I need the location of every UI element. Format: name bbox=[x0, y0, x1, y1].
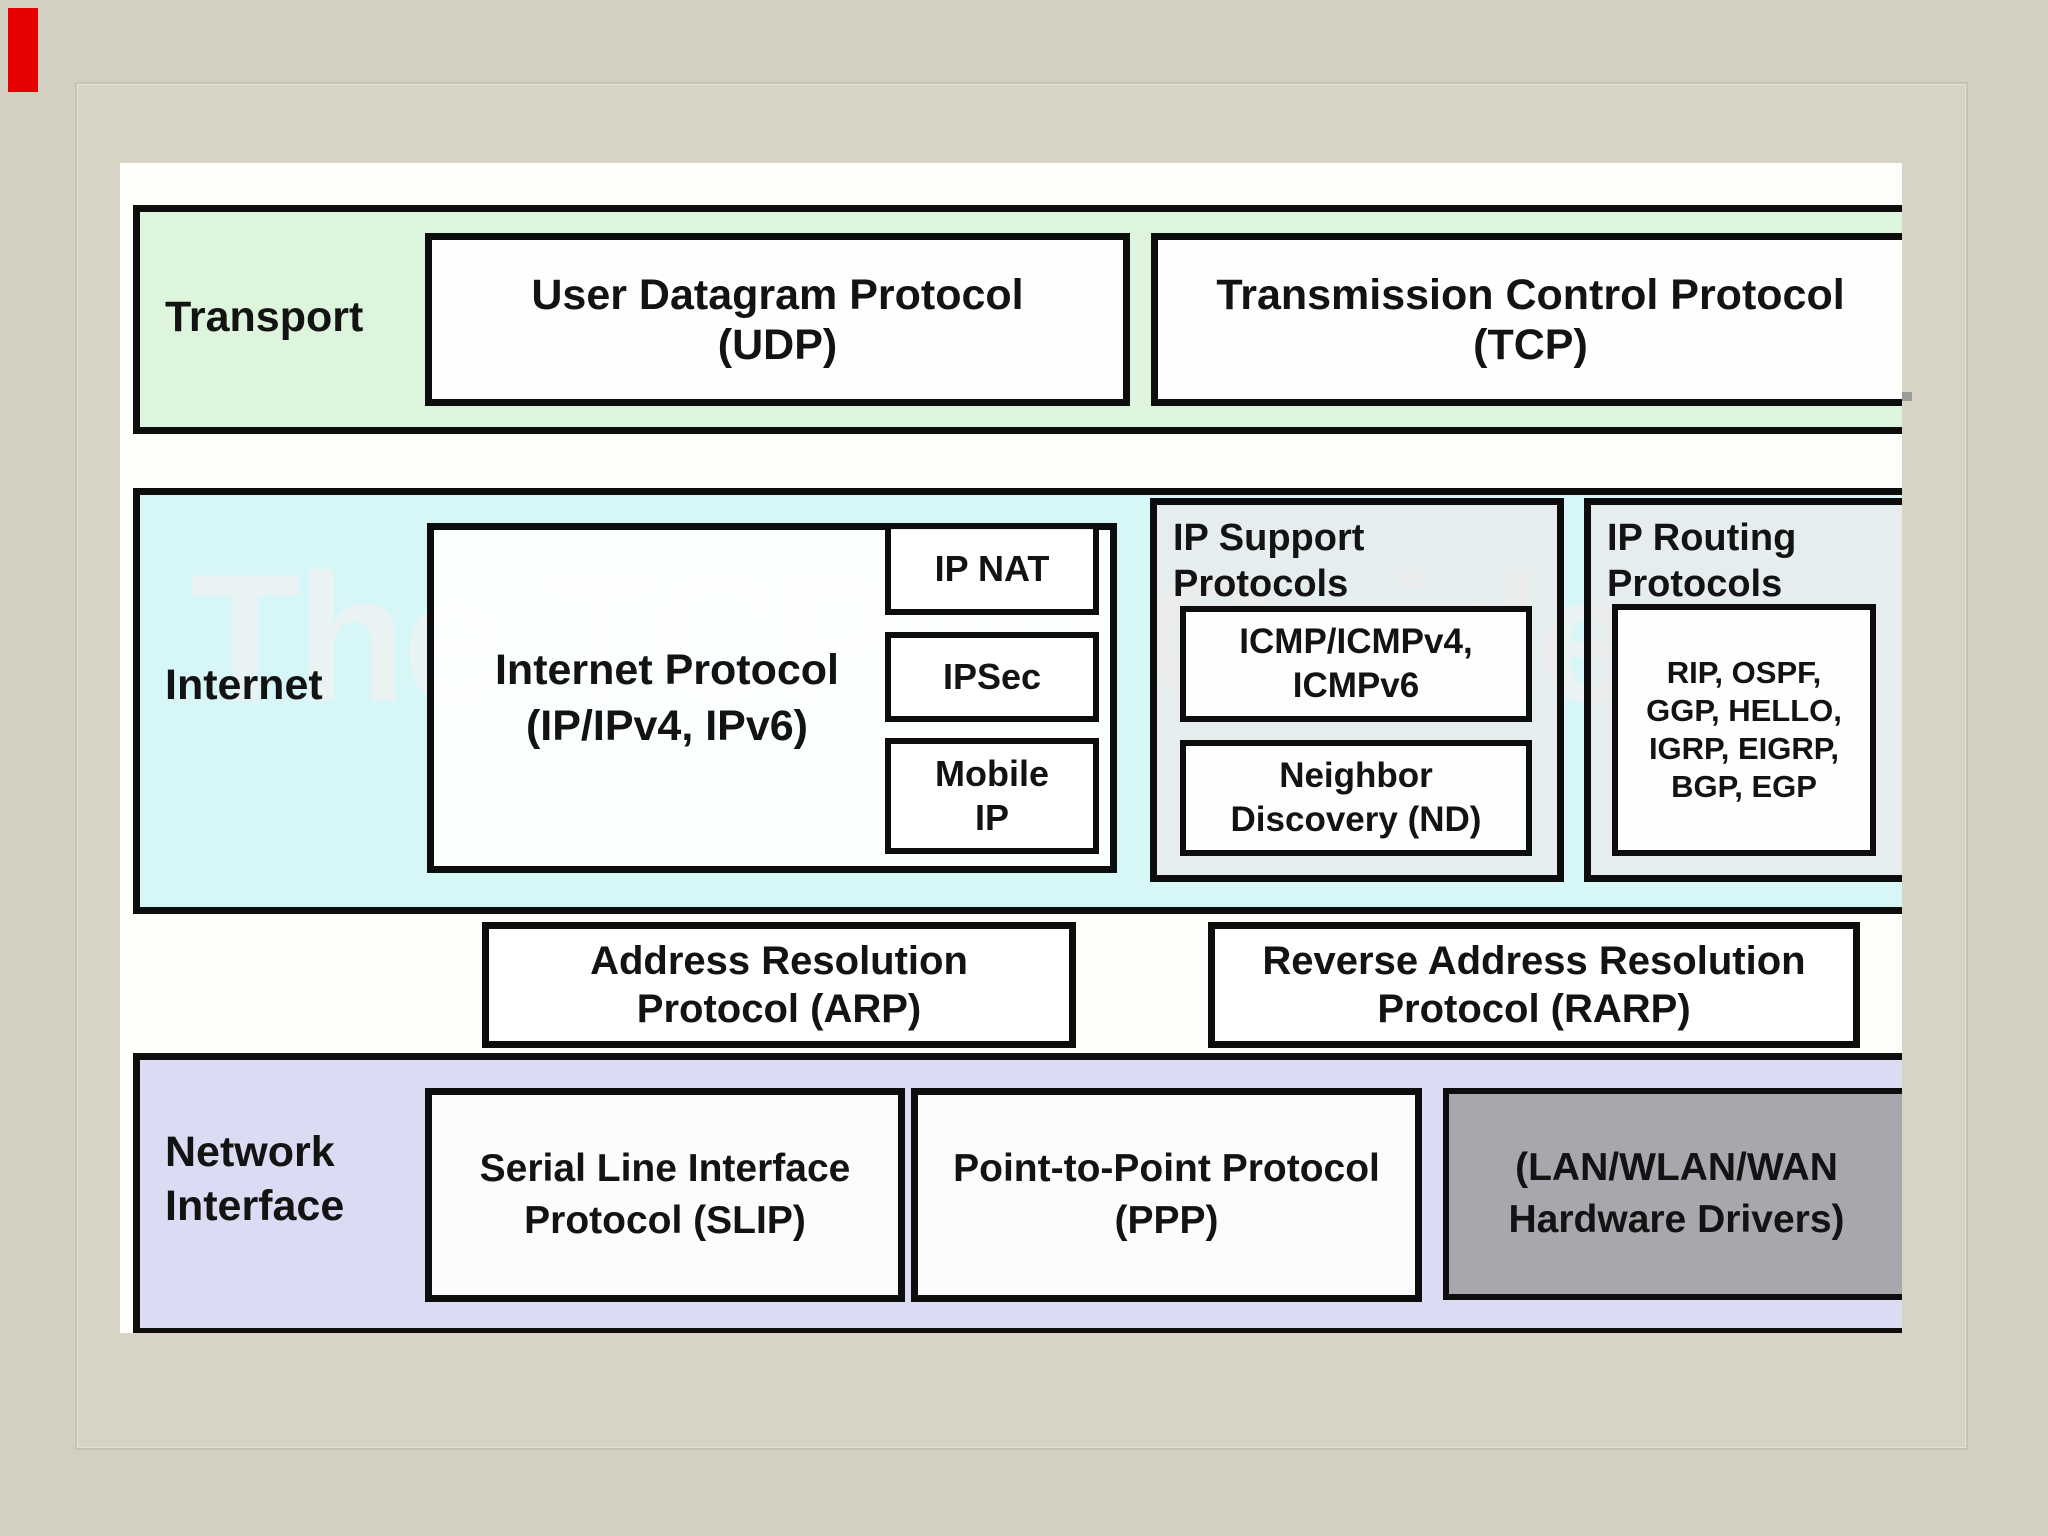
text-line: (LAN/WLAN/WAN bbox=[1515, 1146, 1838, 1189]
text-line: Protocols bbox=[1173, 563, 1349, 605]
ip-routing-protocols-title: IP Routing Protocols bbox=[1607, 515, 1796, 607]
ip-routing-protocols-panel: IP Routing Protocols RIP, OSPF, GGP, HEL… bbox=[1584, 498, 1902, 882]
text-line: IP NAT bbox=[934, 548, 1050, 589]
text-line: IP bbox=[974, 797, 1009, 838]
text-line: Mobile bbox=[935, 753, 1049, 794]
udp-box: User Datagram Protocol (UDP) bbox=[425, 233, 1130, 406]
red-marker-artifact bbox=[8, 8, 38, 92]
text-line: Protocol (SLIP) bbox=[524, 1199, 806, 1242]
text-line: Protocol (ARP) bbox=[636, 987, 922, 1031]
transport-layer-label: Transport bbox=[165, 293, 364, 341]
text-line: Network bbox=[165, 1128, 335, 1176]
text-line: Hardware Drivers) bbox=[1508, 1198, 1845, 1241]
text-line: Reverse Address Resolution bbox=[1262, 939, 1806, 983]
text-line: RIP, OSPF, bbox=[1666, 655, 1822, 690]
rarp-box: Reverse Address Resolution Protocol (RAR… bbox=[1208, 922, 1860, 1048]
ip-support-protocols-panel: IP Support Protocols ICMP/ICMPv4, ICMPv6… bbox=[1150, 498, 1564, 882]
text-line: Internet Protocol bbox=[494, 646, 840, 694]
text-line: BGP, EGP bbox=[1671, 769, 1817, 804]
text-line: IGRP, EIGRP, bbox=[1648, 731, 1840, 766]
text-line: GGP, HELLO, bbox=[1646, 693, 1842, 728]
text-line: Interface bbox=[165, 1182, 345, 1230]
ip-support-protocols-title: IP Support Protocols bbox=[1173, 515, 1364, 607]
slip-box: Serial Line Interface Protocol (SLIP) bbox=[425, 1088, 905, 1302]
internet-layer-label: Internet bbox=[165, 661, 323, 709]
text-line: Address Resolution bbox=[590, 939, 968, 983]
arp-box: Address Resolution Protocol (ARP) bbox=[482, 922, 1076, 1048]
icmp-box: ICMP/ICMPv4, ICMPv6 bbox=[1180, 606, 1532, 722]
text-line: Neighbor bbox=[1279, 756, 1433, 795]
text-line: ICMP/ICMPv4, bbox=[1239, 622, 1473, 661]
mobile-ip-box: Mobile IP bbox=[885, 738, 1099, 854]
text-line: IP Support bbox=[1173, 517, 1365, 559]
text-line: (PPP) bbox=[1114, 1199, 1219, 1242]
edge-artifact bbox=[1899, 392, 1912, 401]
text-line: IP Routing bbox=[1607, 517, 1797, 559]
hardware-drivers-box: (LAN/WLAN/WAN Hardware Drivers) bbox=[1443, 1088, 1902, 1300]
text-line: User Datagram Protocol bbox=[531, 270, 1024, 319]
text-line: Serial Line Interface bbox=[479, 1147, 851, 1190]
routing-protocols-list-box: RIP, OSPF, GGP, HELLO, IGRP, EIGRP, BGP,… bbox=[1612, 604, 1876, 856]
text-line: Transmission Control Protocol bbox=[1216, 270, 1845, 319]
tcp-box: Transmission Control Protocol (TCP) bbox=[1151, 233, 1902, 406]
neighbor-discovery-box: Neighbor Discovery (ND) bbox=[1180, 740, 1532, 856]
text-line: Protocol (RARP) bbox=[1377, 987, 1691, 1031]
text-line: (IP/IPv4, IPv6) bbox=[525, 702, 809, 750]
text-line: (UDP) bbox=[717, 320, 838, 369]
text-line: Discovery (ND) bbox=[1230, 800, 1482, 839]
text-line: ICMPv6 bbox=[1292, 666, 1420, 705]
text-line: Point-to-Point Protocol bbox=[953, 1147, 1380, 1190]
ipsec-box: IPSec bbox=[885, 632, 1099, 722]
network-interface-layer-label: Network Interface bbox=[165, 1125, 344, 1233]
ppp-box: Point-to-Point Protocol (PPP) bbox=[911, 1088, 1422, 1302]
text-line: IPSec bbox=[942, 656, 1042, 697]
text-line: (TCP) bbox=[1473, 320, 1588, 369]
ip-nat-box: IP NAT bbox=[885, 523, 1099, 615]
protocol-suite-diagram: The TCP/IP Guide Transport User Datagram… bbox=[120, 163, 1902, 1333]
text-line: Protocols bbox=[1607, 563, 1783, 605]
